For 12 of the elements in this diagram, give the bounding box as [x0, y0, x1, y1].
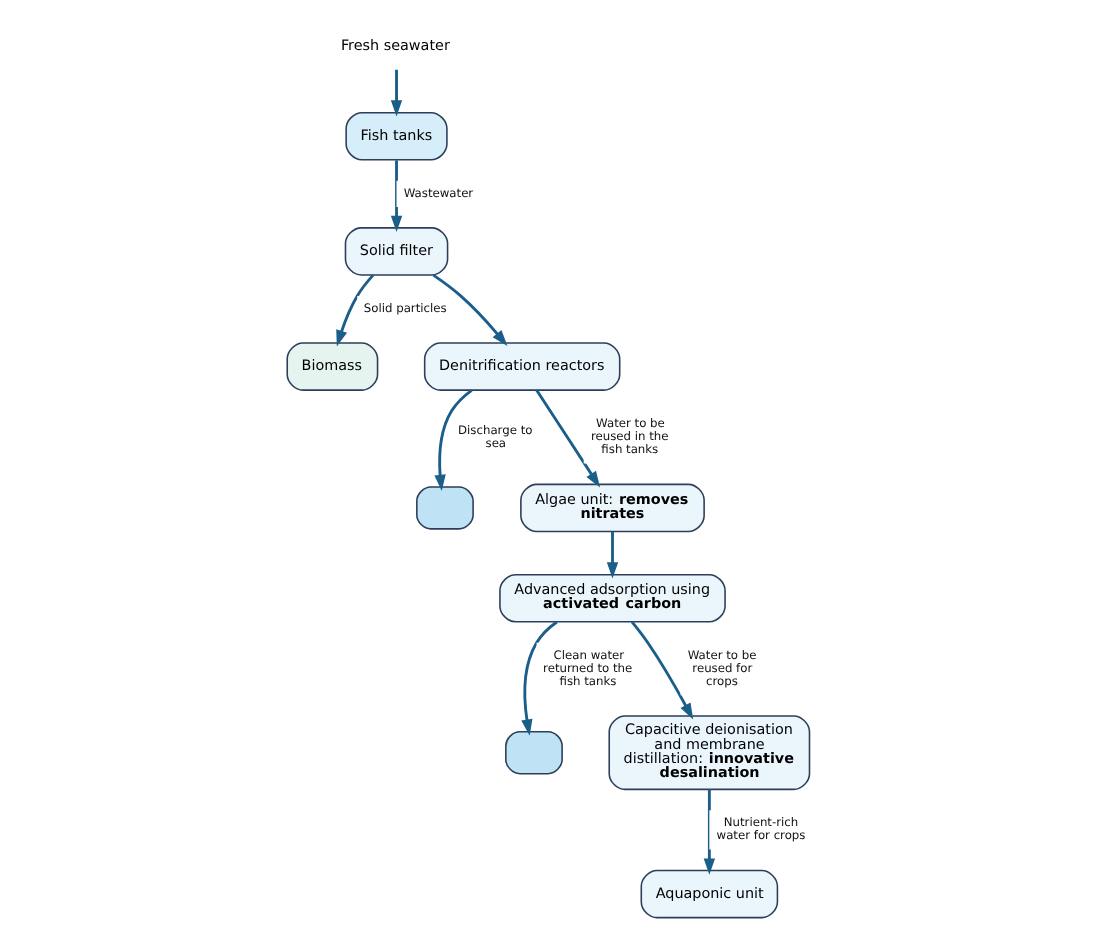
- node-box: [505, 731, 563, 775]
- arrow: [336, 274, 375, 347]
- arrow: [390, 160, 403, 233]
- arrow: [630, 620, 694, 720]
- arrow: [434, 389, 473, 492]
- node-box: [416, 486, 474, 530]
- arrow: [432, 274, 508, 347]
- arrow: [521, 620, 558, 736]
- arrow: [606, 531, 619, 579]
- arrow: [535, 389, 601, 488]
- arrow: [390, 69, 403, 117]
- arrow: [703, 789, 716, 875]
